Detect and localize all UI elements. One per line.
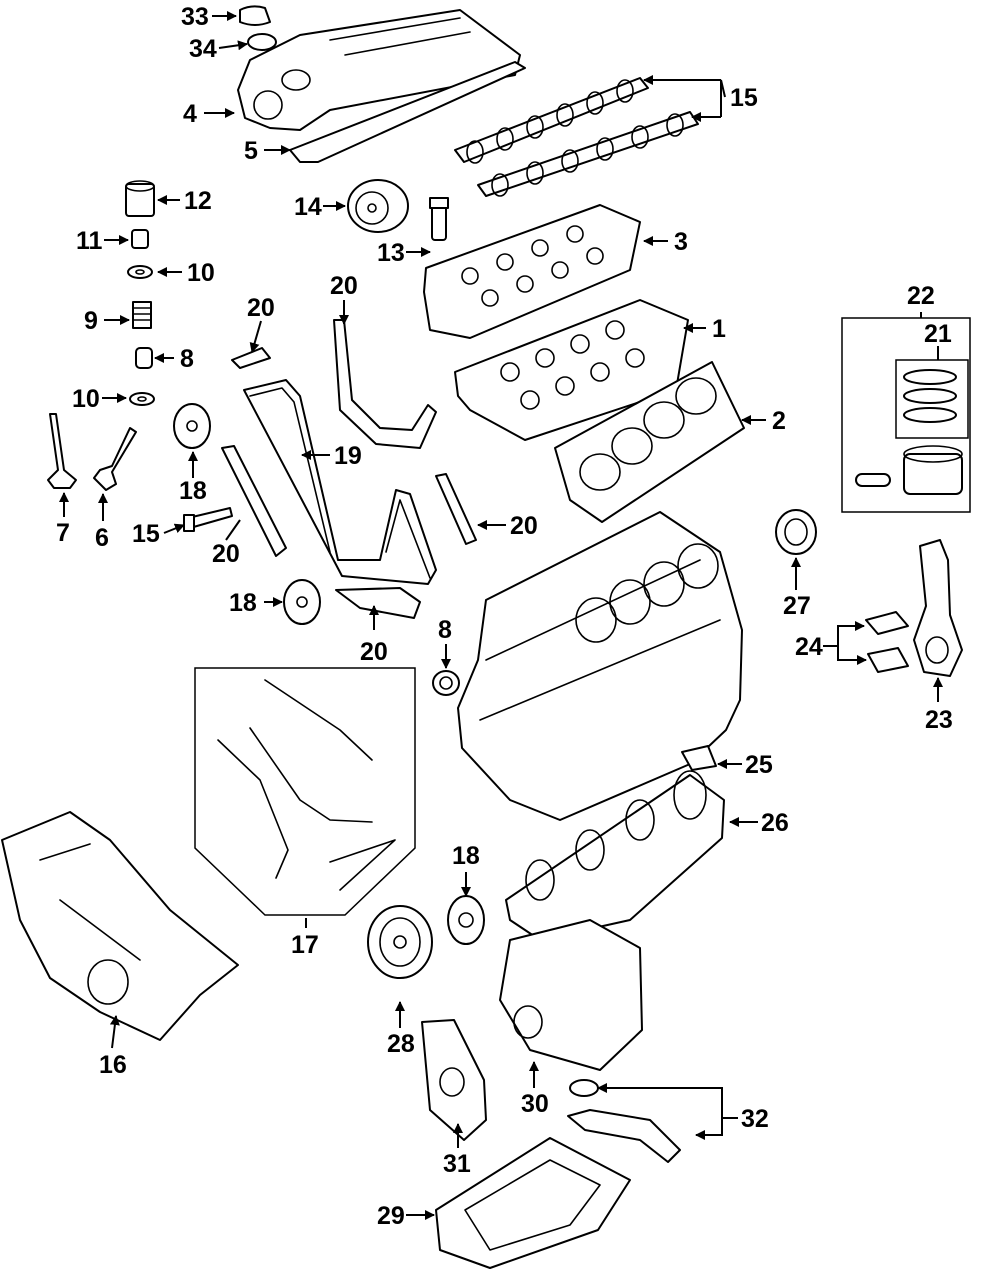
main-bearing bbox=[681, 745, 717, 771]
callout-17: 17 bbox=[291, 931, 319, 959]
callout-19: 19 bbox=[334, 442, 362, 470]
callout-7: 7 bbox=[56, 519, 70, 547]
callout-28: 28 bbox=[387, 1030, 415, 1058]
chain-guide-right bbox=[333, 319, 437, 449]
sprocket-upper bbox=[173, 403, 211, 449]
rod-bearing-upper bbox=[865, 611, 909, 635]
callout-25: 25 bbox=[745, 751, 773, 779]
crankshaft-sprocket bbox=[447, 895, 485, 945]
chain-guide-upper bbox=[231, 347, 271, 369]
callout-15: 15 bbox=[730, 84, 758, 112]
callout-31: 31 bbox=[443, 1150, 471, 1178]
callout-30: 30 bbox=[521, 1090, 549, 1118]
callout-2: 2 bbox=[772, 407, 786, 435]
timing-cover-gasket-set bbox=[194, 667, 416, 916]
crankshaft bbox=[505, 770, 725, 941]
callout-22: 22 bbox=[907, 282, 935, 310]
leader-lines bbox=[59, 11, 943, 1220]
chain-guide-lower bbox=[335, 587, 421, 619]
callout-18-crank: 18 bbox=[452, 842, 480, 870]
sprocket-lower bbox=[283, 579, 321, 625]
valve-keeper bbox=[131, 229, 149, 249]
callout-33: 33 bbox=[181, 3, 209, 31]
callout-10: 10 bbox=[187, 259, 215, 287]
oil-pump bbox=[499, 919, 643, 1071]
cylinder-head-gasket bbox=[554, 361, 745, 523]
oil-pan bbox=[435, 1137, 631, 1269]
callout-16: 16 bbox=[99, 1051, 127, 1079]
callout-6: 6 bbox=[95, 524, 109, 552]
callout-5: 5 bbox=[244, 137, 258, 165]
callout-8-seal: 8 bbox=[438, 616, 452, 644]
valve-spring-washer-upper bbox=[127, 265, 153, 279]
chain-tensioner-rail bbox=[435, 473, 477, 545]
rear-main-seal bbox=[775, 509, 817, 555]
engine-block bbox=[457, 511, 743, 821]
timing-chain bbox=[243, 379, 437, 585]
callout-34: 34 bbox=[189, 35, 217, 63]
vacuum-pump bbox=[347, 179, 409, 233]
oil-pump-cover bbox=[421, 1019, 487, 1141]
cylinder-head bbox=[454, 299, 689, 441]
callout-9: 9 bbox=[84, 307, 98, 335]
callout-1: 1 bbox=[712, 315, 726, 343]
callout-18-upper: 18 bbox=[179, 477, 207, 505]
camshaft-position-sensor bbox=[429, 197, 449, 241]
callout-27: 27 bbox=[783, 592, 811, 620]
valve-stem-seal bbox=[135, 347, 153, 369]
callout-23: 23 bbox=[925, 706, 953, 734]
callout-13: 13 bbox=[377, 239, 405, 267]
callout-labels: 1 2 3 4 5 6 7 8 8 9 10 10 11 12 13 14 15… bbox=[56, 3, 953, 1230]
callout-20-right: 20 bbox=[330, 272, 358, 300]
callout-14: 14 bbox=[294, 193, 322, 221]
exhaust-valve bbox=[93, 427, 137, 491]
oil-pickup-seal bbox=[569, 1079, 599, 1097]
valve-cover-gasket bbox=[289, 61, 526, 163]
callout-15-bolt: 15 bbox=[132, 520, 160, 548]
camshaft-seal bbox=[432, 670, 460, 696]
callout-12: 12 bbox=[184, 187, 212, 215]
callout-26: 26 bbox=[761, 809, 789, 837]
camshafts bbox=[454, 77, 699, 197]
callout-10-lower: 10 bbox=[72, 385, 100, 413]
callout-21: 21 bbox=[924, 320, 952, 348]
callout-11: 11 bbox=[76, 227, 103, 255]
valve-cover bbox=[237, 9, 521, 131]
callout-20-left: 20 bbox=[212, 540, 240, 568]
piston-assembly bbox=[841, 317, 971, 513]
callout-29: 29 bbox=[377, 1202, 405, 1230]
callout-20-upper: 20 bbox=[247, 294, 275, 322]
hydraulic-lifter bbox=[125, 180, 155, 217]
chain-guide-left bbox=[221, 445, 287, 557]
connecting-rod bbox=[913, 539, 963, 677]
timing-cover bbox=[1, 811, 239, 1041]
callout-20-rail: 20 bbox=[510, 512, 538, 540]
valve-spring bbox=[132, 301, 152, 329]
valve-spring-washer-lower bbox=[129, 392, 155, 406]
callout-24: 24 bbox=[795, 633, 823, 661]
oil-filler-cap bbox=[239, 5, 271, 26]
callout-20-lower: 20 bbox=[360, 638, 388, 666]
intake-valve bbox=[47, 413, 77, 489]
callout-3: 3 bbox=[674, 228, 688, 256]
callout-18-lower: 18 bbox=[229, 589, 257, 617]
oil-pickup-tube bbox=[567, 1109, 681, 1163]
filler-cap-seal bbox=[247, 33, 277, 51]
cylinder-head-upper bbox=[423, 204, 641, 339]
harmonic-balancer bbox=[367, 905, 433, 979]
rod-bearing-lower bbox=[867, 647, 909, 673]
sprocket-bolt bbox=[183, 507, 233, 532]
callout-32: 32 bbox=[741, 1105, 769, 1133]
callout-4: 4 bbox=[183, 100, 197, 128]
callout-8: 8 bbox=[180, 345, 194, 373]
